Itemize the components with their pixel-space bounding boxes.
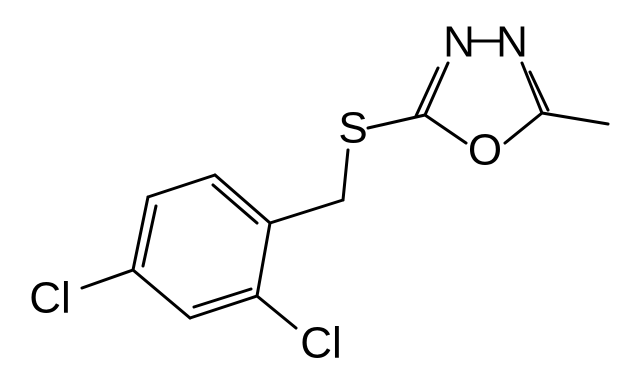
bond-n1-c2-inner [414,66,440,118]
bond-c3-c2 [188,294,259,320]
atom-label-o: O [468,126,502,175]
bond-c4-c3 [131,268,192,320]
atom-labels: N N S O Cl Cl [29,18,528,368]
bond-c2-s [366,113,427,130]
bond-s-ch2 [341,148,350,202]
atom-label-cl-2: Cl [300,319,342,368]
bond-c2-c1 [255,221,272,298]
bond-n2-c5-inner [528,70,550,112]
bond-c6-c5 [146,173,217,199]
bond-c1-c6 [213,173,272,225]
bond-c2-o [423,113,468,145]
atom-label-cl-4: Cl [29,274,71,323]
atom-label-s: S [338,104,367,153]
bonds [80,39,610,330]
bond-c5-c4-inner [141,204,158,268]
bond-c1-c6-inner [211,183,259,225]
bond-c4-cl [80,268,135,290]
bond-n2-c5 [520,61,544,115]
bond-ch2-ring [268,198,345,225]
bond-c5-c4 [131,195,150,272]
bond-c2-cl [255,294,298,330]
bond-n1-c2 [423,61,450,117]
bond-c5-o [503,111,544,145]
atom-label-n1: N [443,18,475,67]
bond-c5-methyl [540,111,610,126]
bond-c3-c2-inner [192,287,253,309]
atom-label-n2: N [496,18,528,67]
